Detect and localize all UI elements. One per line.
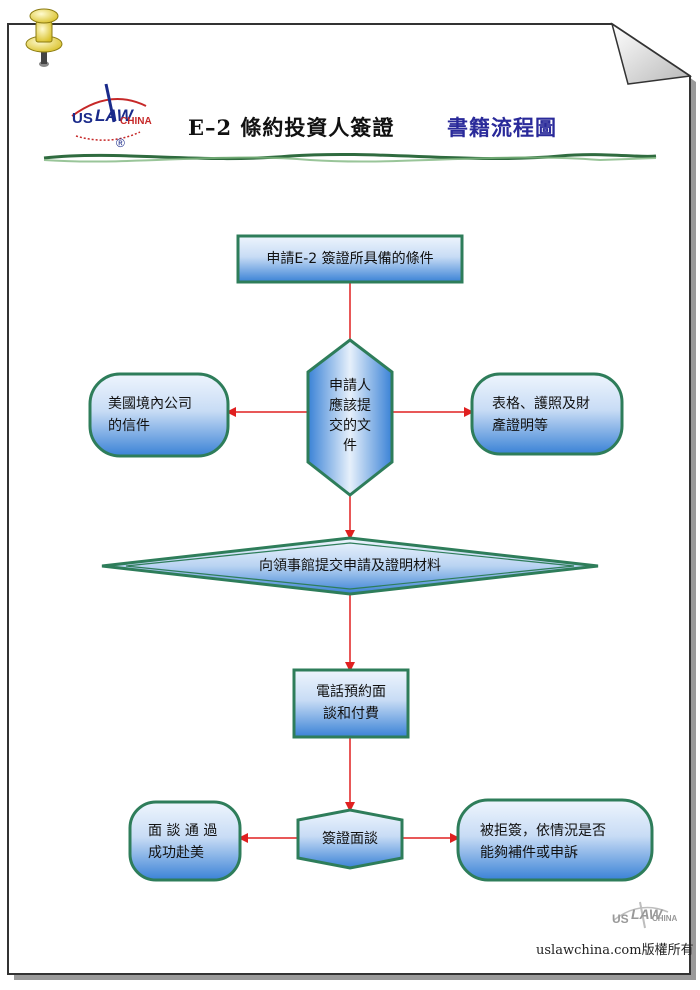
documents-line-3: 交的文 (329, 418, 371, 434)
submit-label: 向領事館提交申請及證明材料 (259, 558, 441, 574)
right-doc-node (470, 372, 624, 456)
appointment-box (292, 668, 410, 739)
interview-hexagon (296, 808, 404, 870)
rejected-line-1: 被拒簽，依情況是否 (480, 823, 606, 839)
logo-china: CHINA (120, 116, 152, 127)
appointment-label: 電話預約面 談和付費 (294, 681, 408, 725)
rejected-label: 被拒簽，依情況是否 能夠補件或申訴 (480, 820, 606, 864)
right-doc-label: 表格、護照及財 產證明等 (492, 393, 590, 437)
appointment-line-2: 談和付費 (323, 706, 379, 722)
logo-law: LAW (95, 106, 133, 125)
submit-diamond (101, 536, 599, 596)
right-doc-line-2: 產證明等 (492, 418, 548, 434)
rejected-line-2: 能夠補件或申訴 (480, 845, 578, 861)
start-label: 申請E-2 簽證所具備的條件 (266, 251, 434, 267)
documents-line-4: 件 (343, 438, 357, 454)
interview-label: 簽證面談 (322, 831, 378, 847)
left-doc-line-2: 的信件 (108, 418, 150, 434)
copyright-text: uslawchina.com版權所有 (536, 943, 694, 958)
left-doc-label: 美國境內公司 的信件 (108, 393, 192, 437)
logo-icon (71, 83, 147, 141)
watermark-china: CHINA (652, 914, 678, 923)
left-doc-node (88, 372, 230, 458)
success-node (128, 800, 242, 882)
start-box (236, 234, 464, 284)
watermark-law: LAW (631, 906, 663, 922)
success-label: 面 談 通 過 成功赴美 (148, 820, 217, 864)
appointment-line-1: 電話預約面 (316, 684, 386, 700)
logo-registered: ® (116, 136, 125, 150)
left-doc-line-1: 美國境內公司 (108, 396, 192, 412)
success-line-1: 面 談 通 過 (148, 823, 218, 839)
documents-line-1: 申請人 (329, 378, 371, 394)
connectors (226, 282, 474, 843)
watermark-us: US (612, 912, 629, 926)
documents-line-2: 應該提 (329, 398, 371, 414)
logo-us: US (72, 110, 93, 127)
documents-hexagon (306, 338, 394, 497)
watermark-logo-icon (613, 901, 669, 929)
page-subtitle: 書籍流程圖 (447, 115, 557, 140)
success-line-2: 成功赴美 (148, 845, 204, 861)
rejected-node (456, 798, 654, 882)
header-divider (43, 152, 657, 163)
pushpin-icon (25, 8, 63, 67)
page-title: E–2 條約投資人簽證 (188, 115, 395, 140)
right-doc-line-1: 表格、護照及財 (492, 396, 590, 412)
documents-label: 申請人 應該提 交的文 件 (312, 376, 388, 456)
